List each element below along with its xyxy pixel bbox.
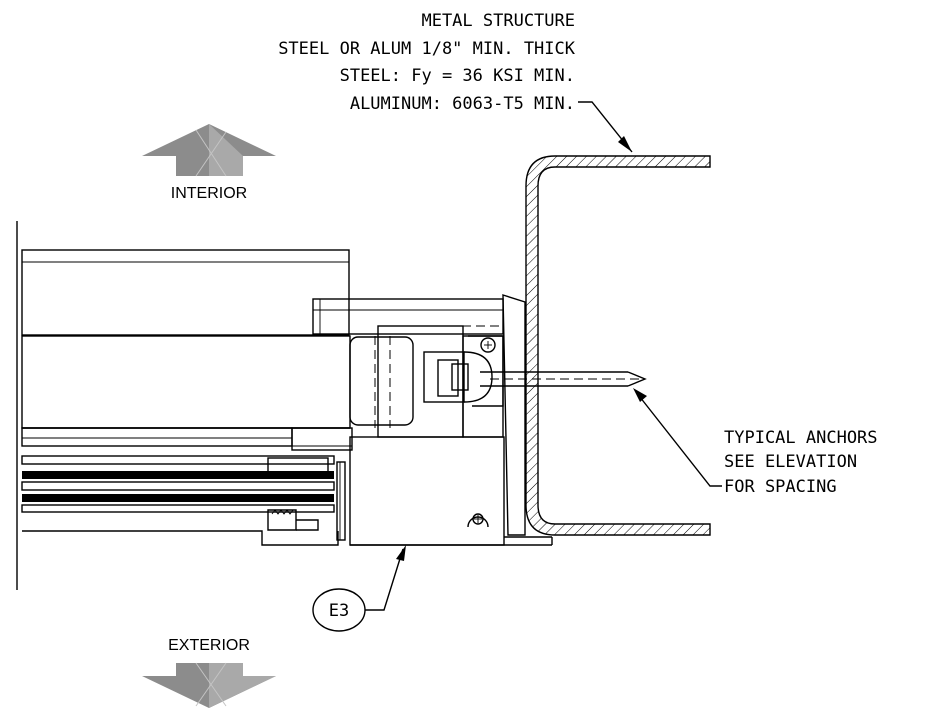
sill-extrusion [349, 436, 553, 546]
glazing-layers [21, 455, 346, 546]
metal-structure-leader [578, 101, 633, 153]
note-line: STEEL: Fy = 36 KSI MIN. [340, 66, 575, 86]
interior-arrow-icon [142, 124, 276, 177]
exterior-label: EXTERIOR [168, 637, 250, 654]
metal-structure-note: METAL STRUCTURE STEEL OR ALUM 1/8" MIN. … [278, 11, 576, 114]
note-line: FOR SPACING [724, 477, 837, 497]
glazing-block [349, 325, 503, 438]
note-line: ALUMINUM: 6063-T5 MIN. [350, 94, 575, 114]
detail-tag-label: E3 [329, 601, 349, 621]
head-member [21, 249, 504, 336]
interior-label: INTERIOR [171, 185, 247, 202]
detail-tag-e3: E3 [312, 545, 406, 632]
note-line: METAL STRUCTURE [421, 11, 575, 31]
anchors-note: TYPICAL ANCHORS SEE ELEVATION FOR SPACIN… [724, 428, 878, 497]
metal-structure [525, 155, 711, 536]
exterior-arrow-icon [142, 662, 276, 708]
note-line: TYPICAL ANCHORS [724, 428, 878, 448]
frame-body [21, 335, 353, 451]
note-line: STEEL OR ALUM 1/8" MIN. THICK [278, 39, 576, 59]
anchors-leader [635, 391, 722, 487]
shim-wedge [502, 294, 526, 536]
leader-arrowhead [633, 388, 647, 402]
anchor-clip [377, 325, 504, 438]
note-line: SEE ELEVATION [724, 452, 857, 472]
leader-arrowhead [618, 136, 632, 152]
